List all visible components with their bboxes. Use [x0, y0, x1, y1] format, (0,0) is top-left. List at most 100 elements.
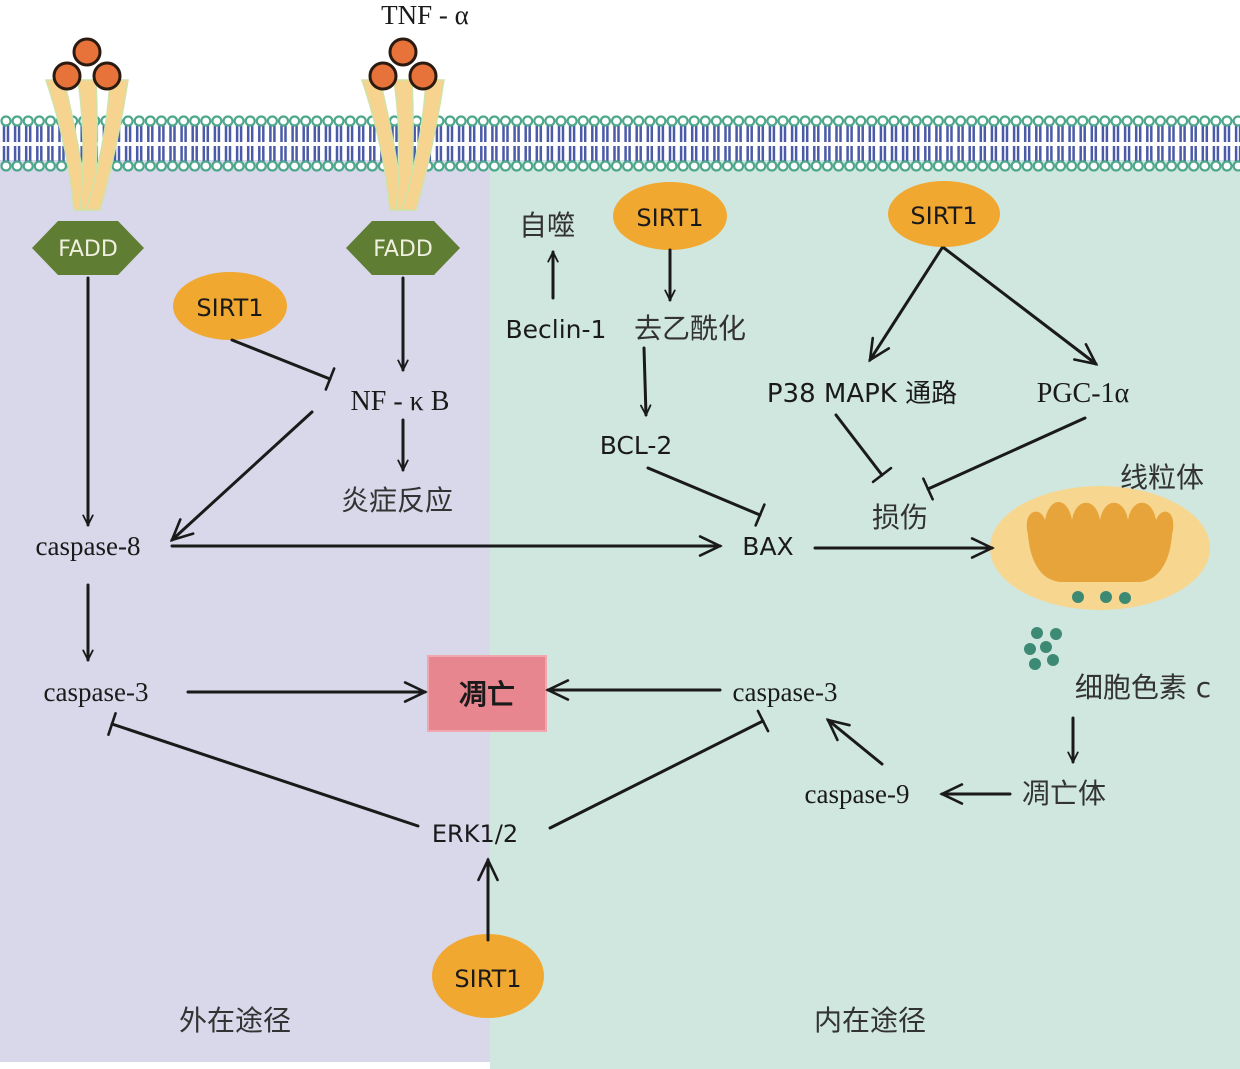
phospholipid	[344, 115, 356, 172]
cell-membrane	[0, 115, 1240, 172]
phospholipid	[1121, 115, 1133, 172]
phospholipid	[122, 115, 134, 172]
tnf-ligand-icon	[408, 61, 438, 91]
p38-mapk-label: P38 MAPK 通路	[767, 379, 957, 409]
phospholipid	[721, 115, 734, 172]
cytochrome-c-label: 细胞色素 c	[1075, 671, 1211, 704]
phospholipid	[300, 115, 312, 172]
fadd-left-label: FADD	[58, 237, 118, 262]
phospholipid	[1099, 115, 1111, 172]
phospholipid	[755, 115, 767, 172]
phospholipid	[555, 115, 567, 172]
phospholipid	[1221, 115, 1233, 172]
phospholipid	[599, 115, 612, 172]
tnf-receptor-left	[44, 37, 129, 211]
edge-p38-inhibit-damage	[834, 413, 893, 484]
phospholipid	[1010, 115, 1022, 172]
phospholipid	[178, 115, 190, 172]
apoptosis-label: 凋亡	[459, 679, 515, 711]
phospholipid	[1165, 115, 1178, 172]
apoptosome-label: 凋亡体	[1022, 777, 1106, 810]
sirt1-node-deacetylation: SIRT1	[613, 182, 727, 250]
phospholipid	[1199, 115, 1211, 172]
sirt1-node-nfkb: SIRT1	[173, 272, 287, 340]
deacetylation-label: 去乙酰化	[634, 312, 746, 345]
edge-sirt1_nfkb-inhibit-nfkb	[230, 338, 336, 391]
phospholipid	[699, 115, 711, 172]
beclin1-label: Beclin-1	[506, 315, 607, 344]
fadd-right-node: FADD	[346, 221, 460, 275]
phospholipid	[1021, 115, 1033, 172]
mitochondria-label: 线粒体	[1120, 461, 1204, 494]
edge-bcl2-inhibit-bax	[646, 466, 766, 527]
phospholipid	[655, 115, 667, 172]
phospholipid	[977, 115, 989, 172]
tnf-ligand-icon	[92, 61, 122, 91]
caspase9-label: caspase-9	[805, 779, 910, 809]
tnf-alpha-label: TNF - α	[381, 0, 469, 30]
apoptosis-node: 凋亡	[427, 655, 547, 732]
edge-nfkb-activate-caspase8	[172, 410, 314, 540]
phospholipid	[788, 115, 800, 172]
phospholipid	[821, 115, 834, 172]
phospholipid	[677, 115, 689, 172]
bax-label: BAX	[742, 532, 793, 561]
phospholipid	[832, 115, 845, 172]
phospholipid	[1110, 115, 1122, 172]
phospholipid	[189, 115, 201, 172]
phospholipid	[921, 115, 933, 172]
phospholipid	[766, 115, 778, 172]
phospholipid	[633, 115, 645, 172]
phospholipid	[610, 115, 623, 172]
phospholipid	[499, 115, 512, 172]
edge-deacetylation-activate-bcl2	[644, 346, 646, 417]
phospholipid	[999, 115, 1011, 172]
phospholipid	[877, 115, 889, 172]
phospholipid	[1188, 115, 1200, 172]
fadd-left-node: FADD	[32, 221, 144, 275]
phospholipid	[366, 115, 378, 172]
phospholipid	[1054, 115, 1067, 172]
phospholipid	[1032, 115, 1044, 172]
sirt1-mito-label: SIRT1	[910, 202, 977, 230]
intrinsic-pathway-region	[490, 160, 1240, 1069]
phospholipid	[544, 115, 556, 172]
phospholipid	[621, 115, 634, 172]
phospholipid	[932, 115, 945, 172]
phospholipid	[644, 115, 656, 172]
extrinsic-pathway-label: 外在途径	[179, 1004, 291, 1037]
edge-erk-inhibit-caspase3_left	[107, 712, 420, 828]
phospholipid	[333, 115, 345, 172]
phospholipid	[311, 115, 323, 172]
phospholipid	[1132, 115, 1144, 172]
phospholipid	[255, 115, 267, 172]
phospholipid	[1065, 115, 1078, 172]
edge-sirt1_mito-activate-pgc1a	[942, 246, 1096, 364]
caspase8-label: caspase-8	[36, 531, 141, 561]
mitochondrion	[990, 486, 1210, 610]
phospholipid	[866, 115, 878, 172]
sirt1-deacetyl-label: SIRT1	[636, 204, 703, 232]
pathway-edges	[88, 246, 1096, 942]
phospholipid	[1043, 115, 1056, 172]
phospholipid	[44, 115, 57, 172]
phospholipid	[0, 115, 12, 172]
pgc1a-label: PGC-1α	[1037, 378, 1130, 409]
phospholipid	[666, 115, 678, 172]
phospholipid	[166, 115, 179, 172]
phospholipid	[732, 115, 745, 172]
tnf-ligand-icon	[52, 61, 82, 91]
phospholipid	[144, 115, 156, 172]
sirt1-erk-label: SIRT1	[454, 965, 521, 993]
edge-pgc1a-inhibit-damage	[922, 416, 1087, 501]
phospholipid	[33, 115, 45, 172]
phospholipid	[843, 115, 856, 172]
phospholipid	[744, 115, 756, 172]
phospholipid	[855, 115, 867, 172]
autophagy-label: 自噬	[519, 209, 575, 242]
receptor-strand	[84, 79, 129, 211]
phospholipid	[888, 115, 900, 172]
phospholipid	[466, 115, 478, 172]
tnf-ligand-icon	[368, 61, 398, 91]
fadd-right-label: FADD	[373, 237, 433, 262]
